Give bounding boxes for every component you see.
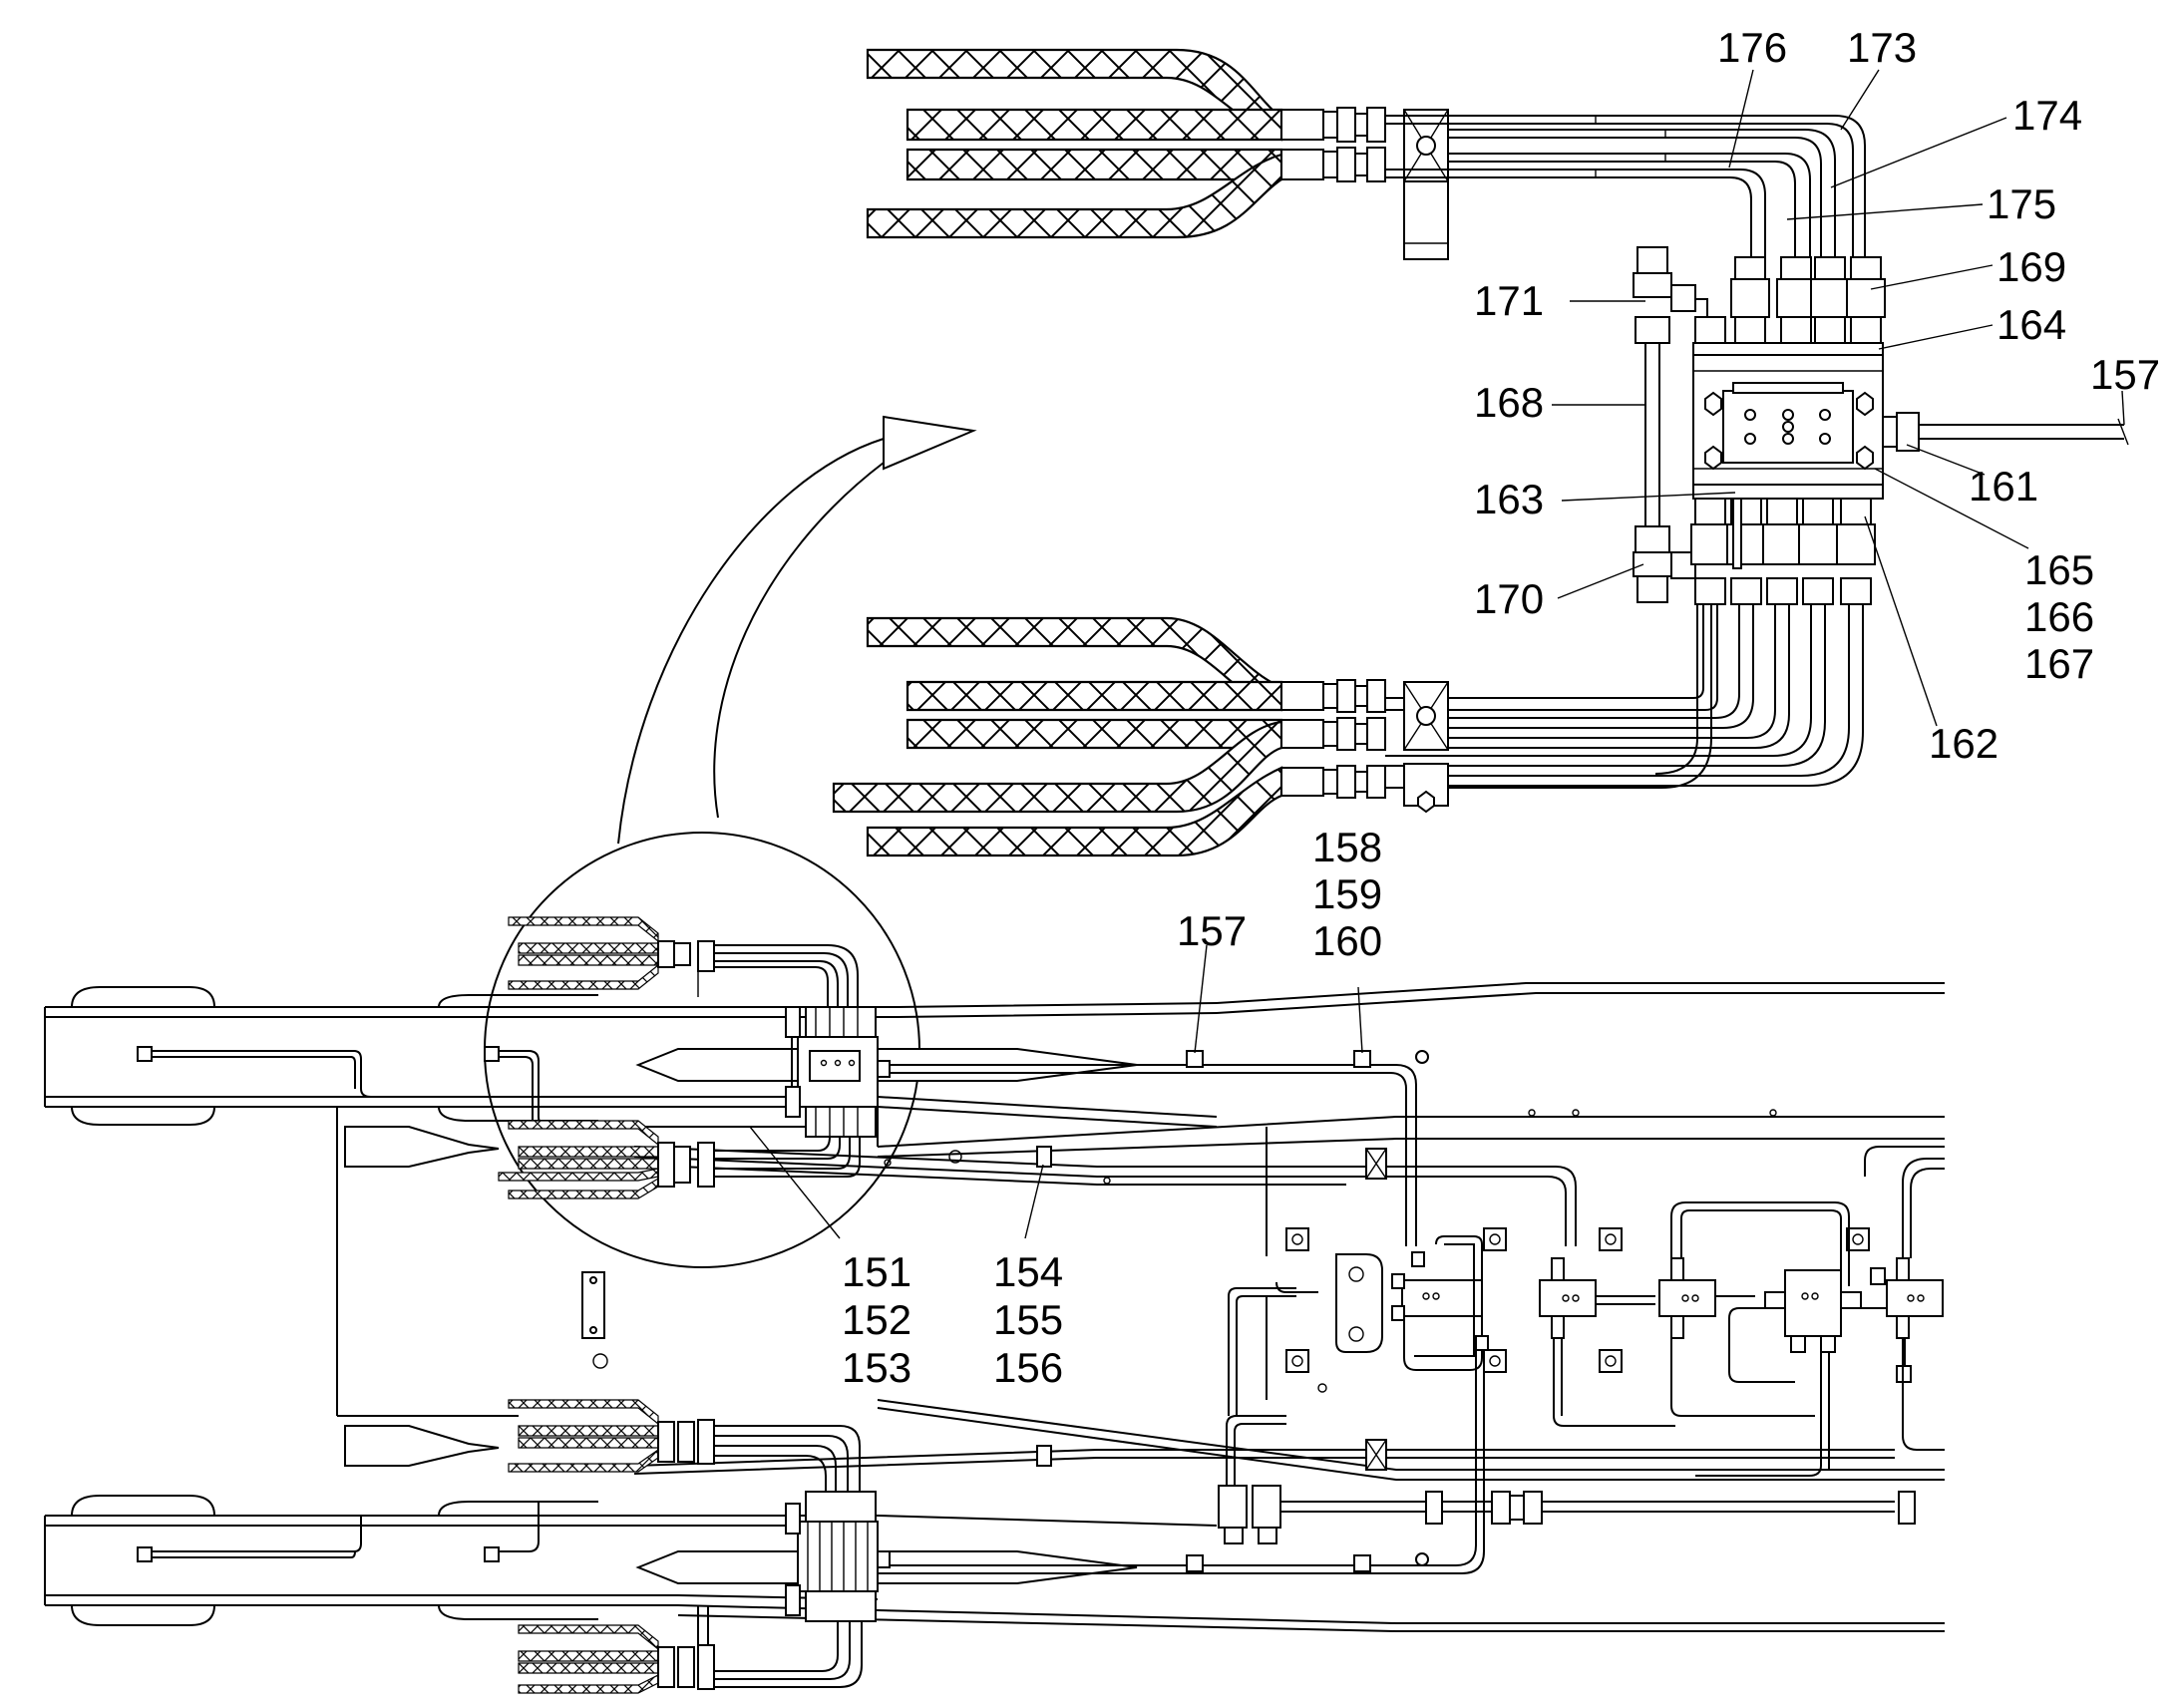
valve-bottom-fittings (1690, 484, 1884, 605)
callout-174: 174 (2012, 92, 2082, 139)
upper-steel-lines (1385, 115, 1866, 257)
callout-164: 164 (1997, 301, 2066, 348)
upper-fittings (1280, 107, 1449, 260)
callout-166: 166 (2024, 593, 2094, 640)
control-valve-4 (1695, 1267, 1912, 1477)
callout-157-detail: 157 (2090, 351, 2160, 398)
detail-leaders (1552, 69, 2125, 727)
valve-top-fittings (1692, 256, 1886, 356)
callout-162: 162 (1929, 720, 1998, 767)
callout-173: 173 (1847, 24, 1917, 71)
callout-151: 151 (842, 1248, 911, 1295)
callout-170: 170 (1474, 575, 1544, 622)
boom-assembly (44, 916, 1945, 1694)
lower-steel-lines (1385, 604, 1864, 789)
callout-160: 160 (1312, 917, 1382, 964)
control-valve-1 (1275, 1235, 1489, 1371)
callout-163: 163 (1474, 476, 1544, 522)
callout-labels: 176 173 174 175 169 171 164 157 168 161 … (842, 24, 2160, 1391)
zoom-arrow (617, 415, 977, 845)
callout-155: 155 (993, 1296, 1063, 1343)
callout-158: 158 (1312, 824, 1382, 870)
small-hose-bundles (498, 916, 891, 1694)
mount-bolts (1285, 1227, 1870, 1393)
callout-167: 167 (2024, 640, 2094, 687)
valve-block (1692, 354, 2129, 486)
control-valve-3 (1658, 1201, 1850, 1417)
callout-154: 154 (993, 1248, 1063, 1295)
lower-hose-bundle (832, 616, 1283, 857)
detail-view (832, 48, 2129, 857)
callout-152: 152 (842, 1296, 911, 1343)
callout-175: 175 (1987, 180, 2056, 227)
lower-valves (1218, 1287, 1916, 1544)
lower-fittings (1280, 679, 1449, 814)
callout-153: 153 (842, 1344, 911, 1391)
control-valve-2 (1539, 1257, 1675, 1427)
callout-157-main: 157 (1177, 907, 1247, 954)
callout-165: 165 (2024, 546, 2094, 593)
callout-161: 161 (1969, 463, 2038, 510)
upper-hose-bundle (866, 48, 1283, 239)
callout-156: 156 (993, 1344, 1063, 1391)
callout-176: 176 (1717, 24, 1787, 71)
callout-168: 168 (1474, 379, 1544, 426)
control-valve-5 (1864, 1146, 1945, 1451)
callout-171: 171 (1474, 277, 1544, 324)
callout-169: 169 (1997, 243, 2066, 290)
callout-159: 159 (1312, 870, 1382, 917)
main-leaders (749, 944, 1363, 1239)
